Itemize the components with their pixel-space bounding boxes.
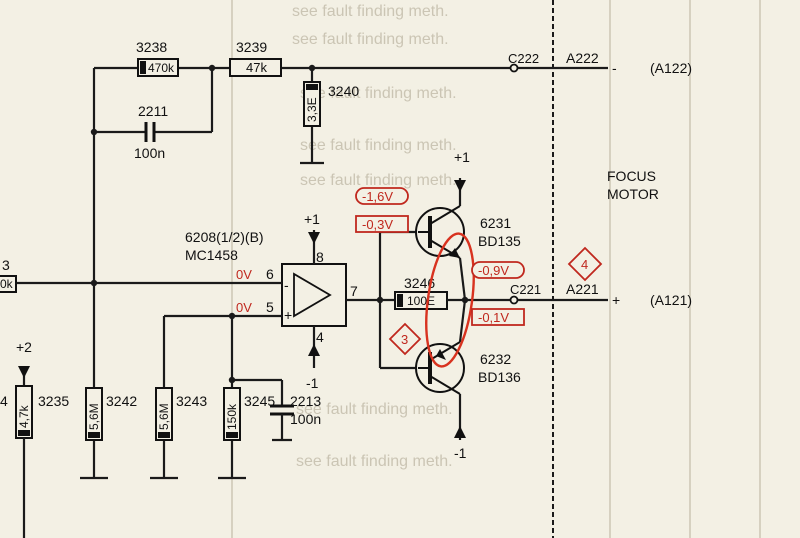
bottom-network: 3 0k +2 4,7k 3235 4 5,6M 3242 5,6M 3243 …	[0, 257, 321, 538]
rail-plus1-ic: +1	[304, 211, 320, 227]
voltage-pin6: 0V	[236, 267, 252, 282]
voltage-q1-top: -1,6V	[362, 189, 393, 204]
rail-plus2: +2	[16, 339, 32, 355]
bg-row-5: see fault finding meth.	[300, 172, 457, 189]
svg-text:+: +	[284, 307, 292, 323]
r3239-value: 47k	[246, 60, 267, 75]
bg-row-6: see fault finding meth.	[296, 401, 453, 418]
r3238-value: 470k	[148, 61, 175, 75]
transistor-6231: +1 6231 BD135	[415, 149, 521, 301]
voltage-out-top: -0,9V	[478, 263, 509, 278]
c2213-ref: 2213	[290, 393, 321, 409]
voltage-out-bot: -0,1V	[478, 310, 509, 325]
q6232-value: BD136	[478, 369, 521, 385]
r3240-value: 3,3E	[305, 97, 319, 122]
connector-a221: C221 A221 + (A121)	[509, 281, 692, 308]
background-table: see fault finding meth. see fault findin…	[231, 0, 761, 538]
focus-motor-label: FOCUS MOTOR	[607, 168, 659, 202]
bg-row-4: see fault finding meth.	[300, 137, 457, 154]
r3240-ref: 3240	[328, 83, 359, 99]
svg-text:-: -	[284, 277, 289, 293]
r3243-ref: 3243	[176, 393, 207, 409]
a122-label: (A122)	[650, 60, 692, 76]
highlight-ellipse	[425, 232, 475, 368]
c2213-value: 100n	[290, 411, 321, 427]
a221-label: A221	[566, 281, 599, 297]
c2211-value: 100n	[134, 145, 165, 161]
a221-sign: +	[612, 292, 620, 308]
left-res-ref: 3	[2, 257, 10, 273]
rail-minus1-ic: -1	[306, 375, 319, 391]
connector-a222: C222 A222 - (A122)	[508, 50, 692, 76]
a222-label: A222	[566, 50, 599, 66]
r3245-ref: 3245	[244, 393, 275, 409]
r3243-value: 5,6M	[157, 403, 171, 430]
ic-ref: 6208(1/2)(B)	[185, 229, 264, 245]
q6232-ref: 6232	[480, 351, 511, 367]
pin8-label: 8	[316, 249, 324, 265]
pin7-label: 7	[350, 283, 358, 299]
bg-row-7: see fault finding meth.	[296, 453, 453, 470]
marker-4: 4	[581, 257, 588, 272]
annotations: -1,6V -0,3V -0,9V -0,1V 3 4	[355, 187, 603, 368]
resistor-3239: 3239 47k	[229, 39, 282, 77]
pin4-label: 4	[316, 329, 324, 345]
capacitor-2211: 2211 100n	[134, 103, 168, 161]
r3239-ref: 3239	[236, 39, 267, 55]
ic-value: MC1458	[185, 247, 238, 263]
r3246-ref: 3246	[404, 275, 435, 291]
r3235-ref: 3235	[38, 393, 69, 409]
r3242-value: 5,6M	[87, 403, 101, 430]
r3242-ref: 3242	[106, 393, 137, 409]
rail-minus1-q: -1	[454, 445, 467, 461]
left-res2-ref: 4	[0, 393, 8, 409]
left-res-value: 0k	[0, 277, 14, 291]
resistor-3238: 3238 470k	[136, 39, 179, 77]
rail-plus1-q: +1	[454, 149, 470, 165]
r3238-ref: 3238	[136, 39, 167, 55]
marker-3: 3	[401, 332, 408, 347]
c2211-ref: 2211	[138, 103, 168, 119]
bg-row-1: see fault finding meth.	[292, 3, 449, 20]
transistor-6232: -1 6232 BD136	[415, 299, 521, 461]
svg-text:MOTOR: MOTOR	[607, 186, 659, 202]
c222-label: C222	[508, 51, 539, 66]
voltage-q1-bot: -0,3V	[362, 217, 393, 232]
bg-row-2: see fault finding meth.	[292, 31, 449, 48]
bg-row-3: see fault finding meth.	[300, 85, 457, 102]
r3235-value: 4,7k	[17, 404, 31, 428]
a222-sign: -	[612, 60, 617, 76]
svg-text:FOCUS: FOCUS	[607, 168, 656, 184]
resistor-3246: 3246 100E	[394, 275, 510, 310]
pin5-label: 5	[266, 299, 274, 315]
q6231-ref: 6231	[480, 215, 511, 231]
pin6-label: 6	[266, 266, 274, 282]
c221-label: C221	[510, 282, 541, 297]
resistor-3240: 3240 3,3E	[303, 81, 359, 127]
opamp-6208: 6208(1/2)(B) MC1458 - + 6 0V 5 0V +1 8 4…	[0, 211, 395, 478]
r3245-value: 150k	[225, 403, 239, 430]
q6231-value: BD135	[478, 233, 521, 249]
voltage-pin5: 0V	[236, 300, 252, 315]
r3246-value: 100E	[407, 294, 435, 308]
a121-label: (A121)	[650, 292, 692, 308]
